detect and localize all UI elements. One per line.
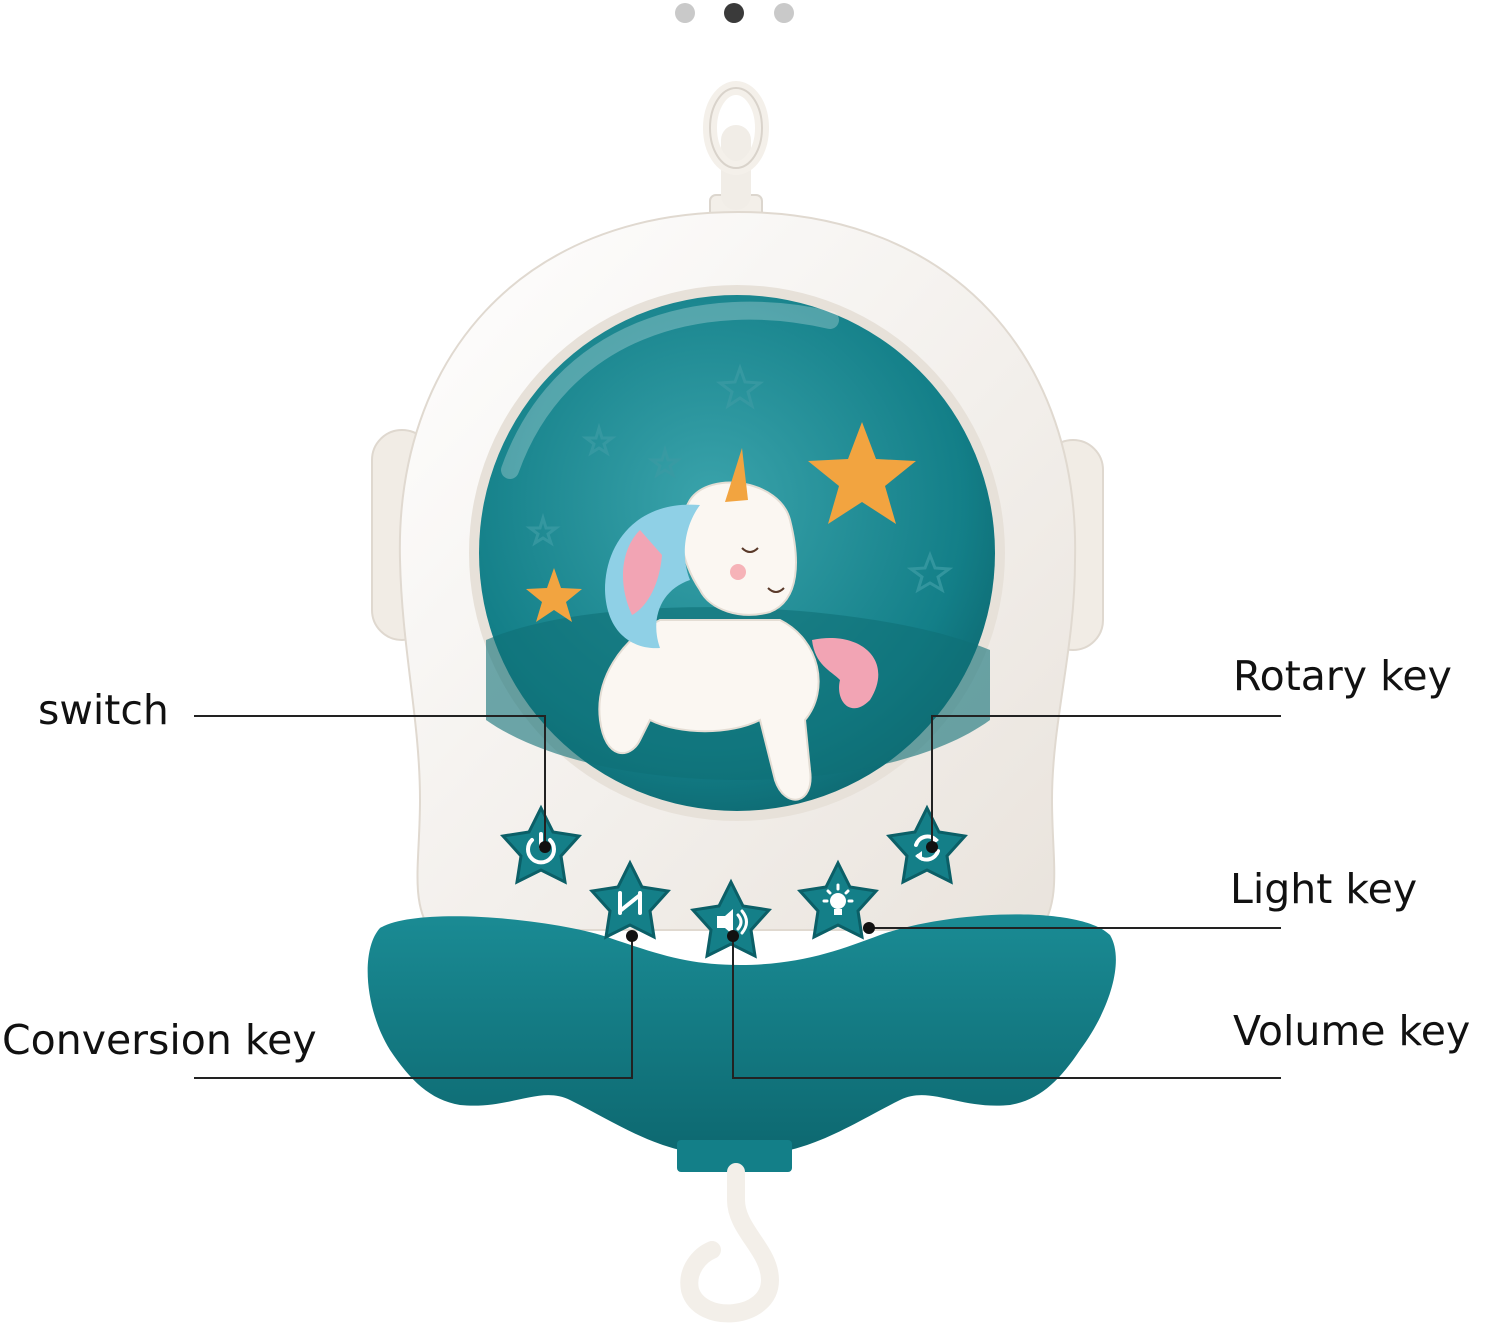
light-button[interactable] xyxy=(797,859,879,940)
leader-lines xyxy=(194,715,1281,1079)
leader-line-conversion xyxy=(194,936,633,1079)
mode-switch-icon xyxy=(618,891,642,915)
volume-button[interactable] xyxy=(690,878,772,959)
teal-base xyxy=(367,914,1116,1154)
switch-label: switch xyxy=(38,686,169,734)
rotary-key-label: Rotary key xyxy=(1233,652,1452,700)
speaker-icon xyxy=(717,909,748,935)
leader-dots xyxy=(539,841,938,942)
light-key-label: Light key xyxy=(1230,865,1418,913)
carousel-dot-3[interactable] xyxy=(774,3,794,23)
stars xyxy=(525,363,954,622)
leader-line-rotary xyxy=(931,715,1281,847)
carousel-dot-2[interactable] xyxy=(724,3,744,23)
conversion-key-label: Conversion key xyxy=(2,1016,317,1064)
leader-line-switch xyxy=(194,715,546,847)
leader-dot-rotary xyxy=(926,841,938,853)
leader-line-volume xyxy=(732,936,1281,1079)
top-hook xyxy=(703,81,769,221)
leader-dot-switch xyxy=(539,841,551,853)
leader-dot-volume xyxy=(727,930,739,942)
carousel-dot-1[interactable] xyxy=(675,3,695,23)
small-star xyxy=(526,568,582,622)
carousel-dots xyxy=(675,3,794,23)
large-star xyxy=(808,422,916,524)
volume-key-label: Volume key xyxy=(1233,1007,1471,1055)
leader-dot-light xyxy=(863,922,875,934)
bottom-hook xyxy=(677,1140,792,1323)
lightbulb-icon xyxy=(822,883,854,915)
unicorn-figure xyxy=(598,448,879,801)
leader-dot-conversion xyxy=(626,930,638,942)
conversion-button[interactable] xyxy=(589,859,671,940)
